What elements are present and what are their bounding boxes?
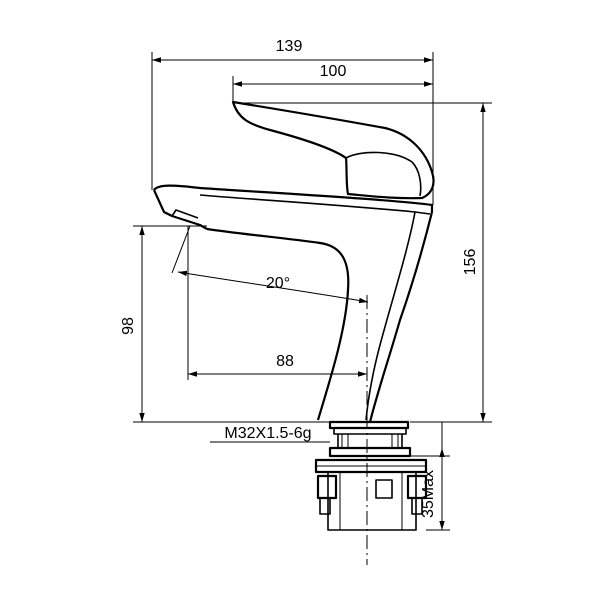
dimension-overall-width: 139 (151, 38, 434, 205)
overall-width-label: 139 (276, 38, 303, 55)
handle-width-label: 100 (320, 63, 347, 80)
thread-callout: M32X1.5-6g (210, 425, 330, 443)
max-deck-thickness-label: 35Max (420, 470, 437, 518)
dimension-spout-angle: 20° (171, 225, 369, 304)
spout-underside (206, 227, 350, 421)
threaded-connector (314, 420, 428, 531)
body-top (153, 184, 434, 212)
dimension-overall-height: 156 (240, 102, 492, 423)
dimension-handle-width: 100 (232, 63, 433, 102)
lever-handle (231, 100, 435, 200)
overall-height-label: 156 (462, 249, 479, 276)
faucet-body-outline (152, 100, 435, 423)
spout-height-label: 98 (120, 317, 137, 335)
thread-label: M32X1.5-6g (224, 425, 311, 442)
dimension-spout-reach: 88 (187, 226, 367, 380)
dimension-max-deck-thickness: 35Max (410, 422, 450, 531)
spout-angle-label: 20° (266, 275, 290, 292)
dimension-spout-height: 98 (120, 225, 330, 423)
spout-reach-label: 88 (276, 353, 294, 370)
spout-tip (152, 189, 208, 230)
body-front (368, 211, 434, 423)
